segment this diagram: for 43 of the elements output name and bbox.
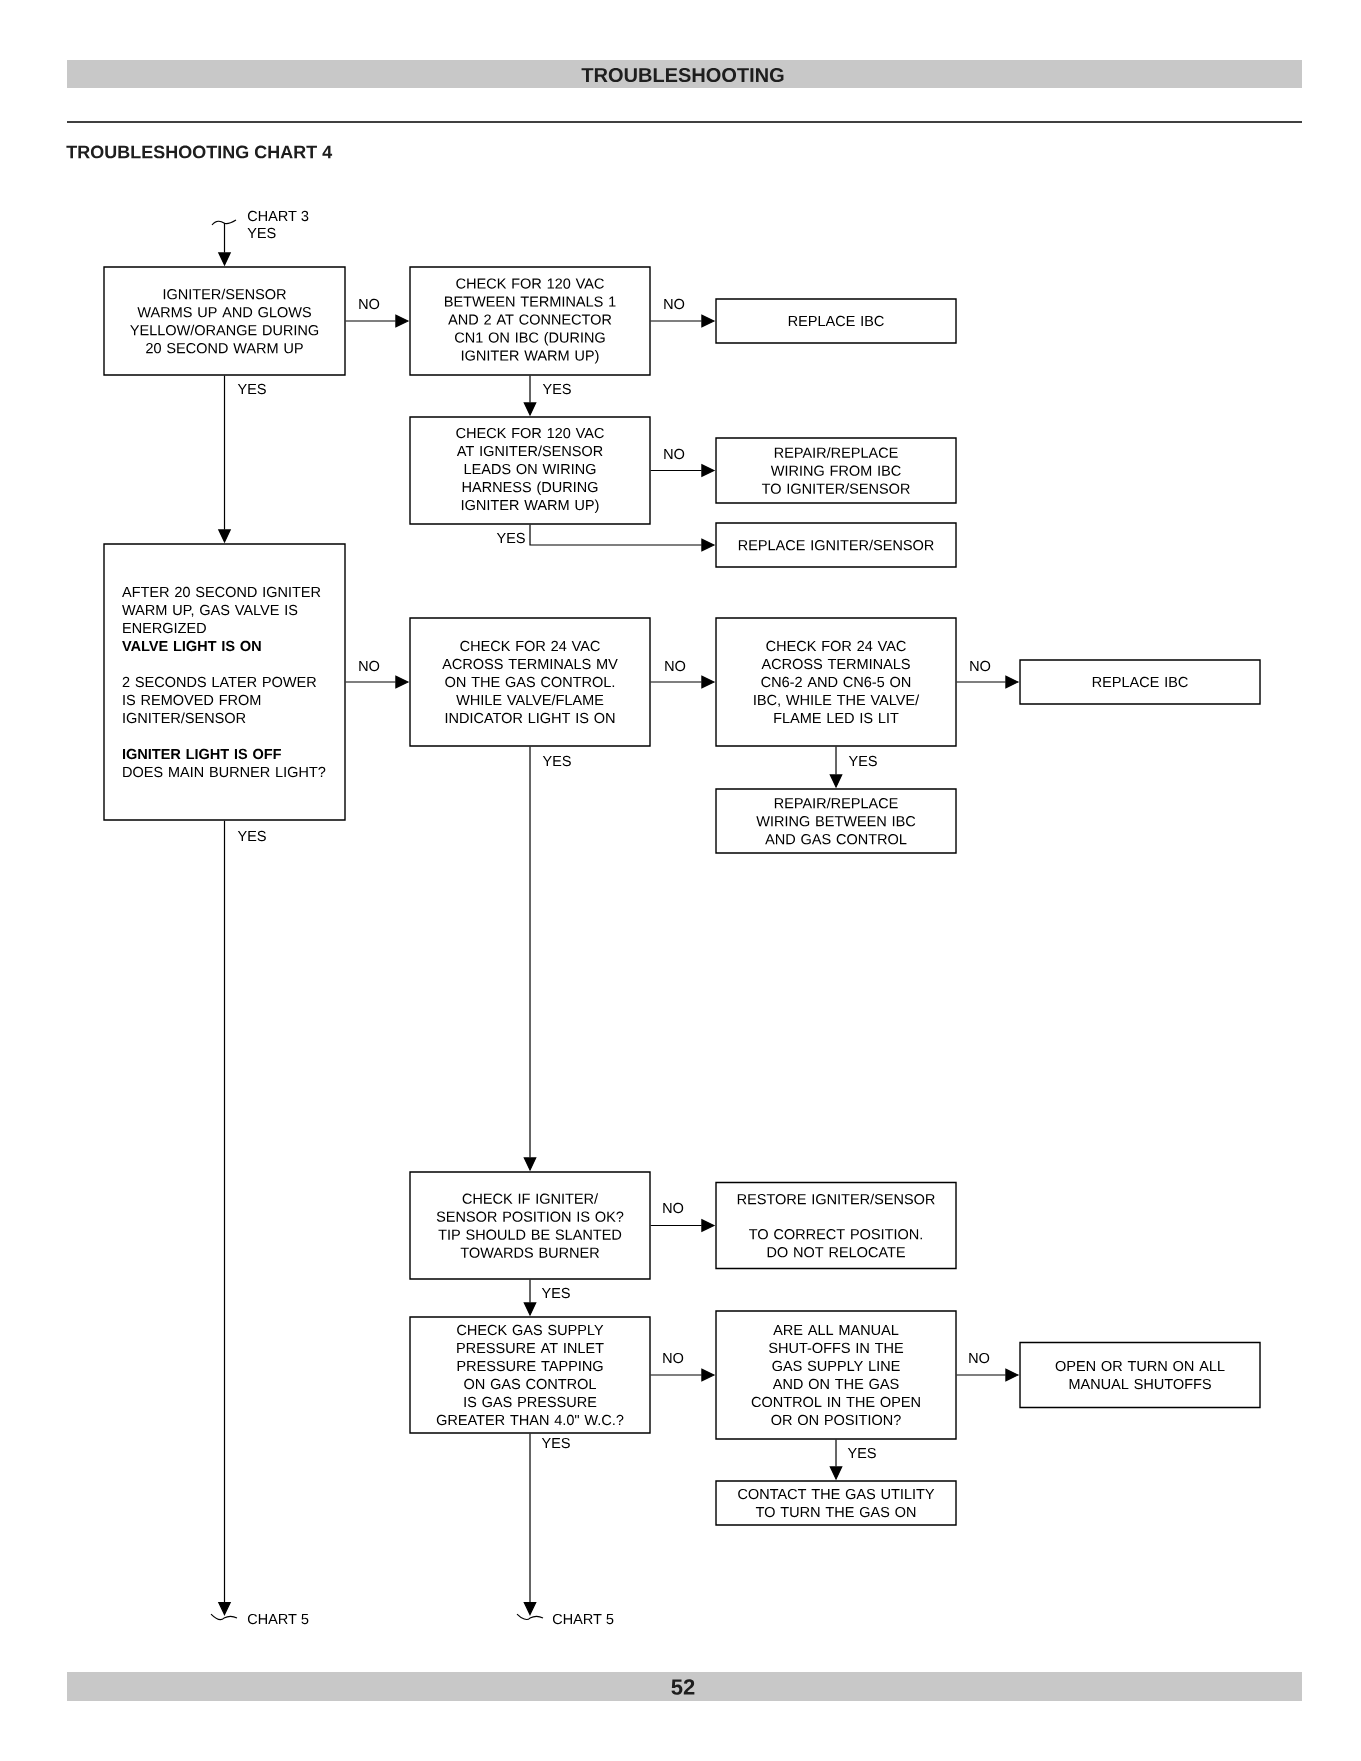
edge-label: YES [236,382,268,396]
flowchart-box: CHECK GAS SUPPLY PRESSURE AT INLET PRESSURE TAPPING ON GAS CONTROL IS GAS PRESSURE GREATER THAN 4.0" W.C.? [409,1316,651,1434]
flowchart-box: ARE ALL MANUAL SHUT-OFFS IN THE GAS SUPPLY LINE AND ON THE GAS CONTROL IN THE OPEN OR ON POSITION? [715,1310,957,1440]
edge-label: NO [662,297,686,311]
edge-label: YES [246,226,278,240]
flowchart-box: CHECK FOR 120 VAC AT IGNITER/SENSOR LEADS ON WIRING HARNESS (DURING IGNITER WARM UP) [409,416,651,525]
edge-label: YES [846,1446,878,1460]
edge-label: YES [541,382,573,396]
edge-label: NO [663,659,687,673]
chart-reference: CHART 3 [247,210,309,222]
edge-label: NO [357,297,381,311]
flowchart-box: CHECK FOR 120 VAC BETWEEN TERMINALS 1 AND 2 AT CONNECTOR CN1 ON IBC (DURING IGNITER WARM UP) [409,266,651,376]
flowchart-box: CONTACT THE GAS UTILITY TO TURN THE GAS ON [715,1480,957,1526]
chart-reference: CHART 5 [247,1613,309,1625]
edge-label: YES [540,1436,572,1450]
edge-label: NO [967,1351,991,1365]
flowchart-box: REPLACE IGNITER/SENSOR [715,522,957,568]
edge-label: NO [357,659,381,673]
flowchart-box: RESTORE IGNITER/SENSOR TO CORRECT POSITION. DO NOT RELOCATE [715,1181,957,1270]
flowchart-box: REPAIR/REPLACE WIRING BETWEEN IBC AND GAS CONTROL [715,788,957,854]
flowchart-box: REPAIR/REPLACE WIRING FROM IBC TO IGNITER/SENSOR [715,437,957,504]
flowchart-box: CHECK FOR 24 VAC ACROSS TERMINALS CN6-2 AND CN6-5 ON IBC, WHILE THE VALVE/ FLAME LED IS LIT [715,617,957,747]
edge-label: NO [661,1351,685,1365]
flowchart-box: CHECK FOR 24 VAC ACROSS TERMINALS MV ON THE GAS CONTROL. WHILE VALVE/FLAME INDICATOR LIGHT IS ON [409,617,651,747]
flowchart-box: IGNITER/SENSOR WARMS UP AND GLOWS YELLOW/ORANGE DURING 20 SECOND WARM UP [103,266,346,376]
flowchart-box: AFTER 20 SECOND IGNITER WARM UP, GAS VALVE IS ENERGIZED VALVE LIGHT IS ON 2 SECONDS LATER POWER IS REMOVED FROM IGNITER/SENSOR IGNITER LIGHT IS OFF DOES MAIN BURNER LIGHT? [103,543,346,821]
edge-label: NO [662,447,686,461]
edge-label: NO [661,1201,685,1215]
footer-banner: 52 [67,1672,1302,1701]
flowchart-box: CHECK IF IGNITER/ SENSOR POSITION IS OK? TIP SHOULD BE SLANTED TOWARDS BURNER [409,1171,651,1280]
edge-label: YES [847,754,879,768]
header-banner: TROUBLESHOOTING [67,60,1302,88]
chart-title: TROUBLESHOOTING CHART 4 [66,145,333,159]
edge-label: YES [541,754,573,768]
arrow [523,1433,537,1616]
edge-label: NO [968,659,992,673]
edge-label: YES [540,1286,572,1300]
flowchart-box: OPEN OR TURN ON ALL MANUAL SHUTOFFS [1019,1341,1261,1409]
flowchart-box: REPLACE IBC [1019,659,1261,705]
edge-label: YES [495,531,527,545]
chart-reference: CHART 5 [552,1613,614,1625]
flowchart-box: REPLACE IBC [715,298,957,344]
edge-label: YES [236,829,268,843]
